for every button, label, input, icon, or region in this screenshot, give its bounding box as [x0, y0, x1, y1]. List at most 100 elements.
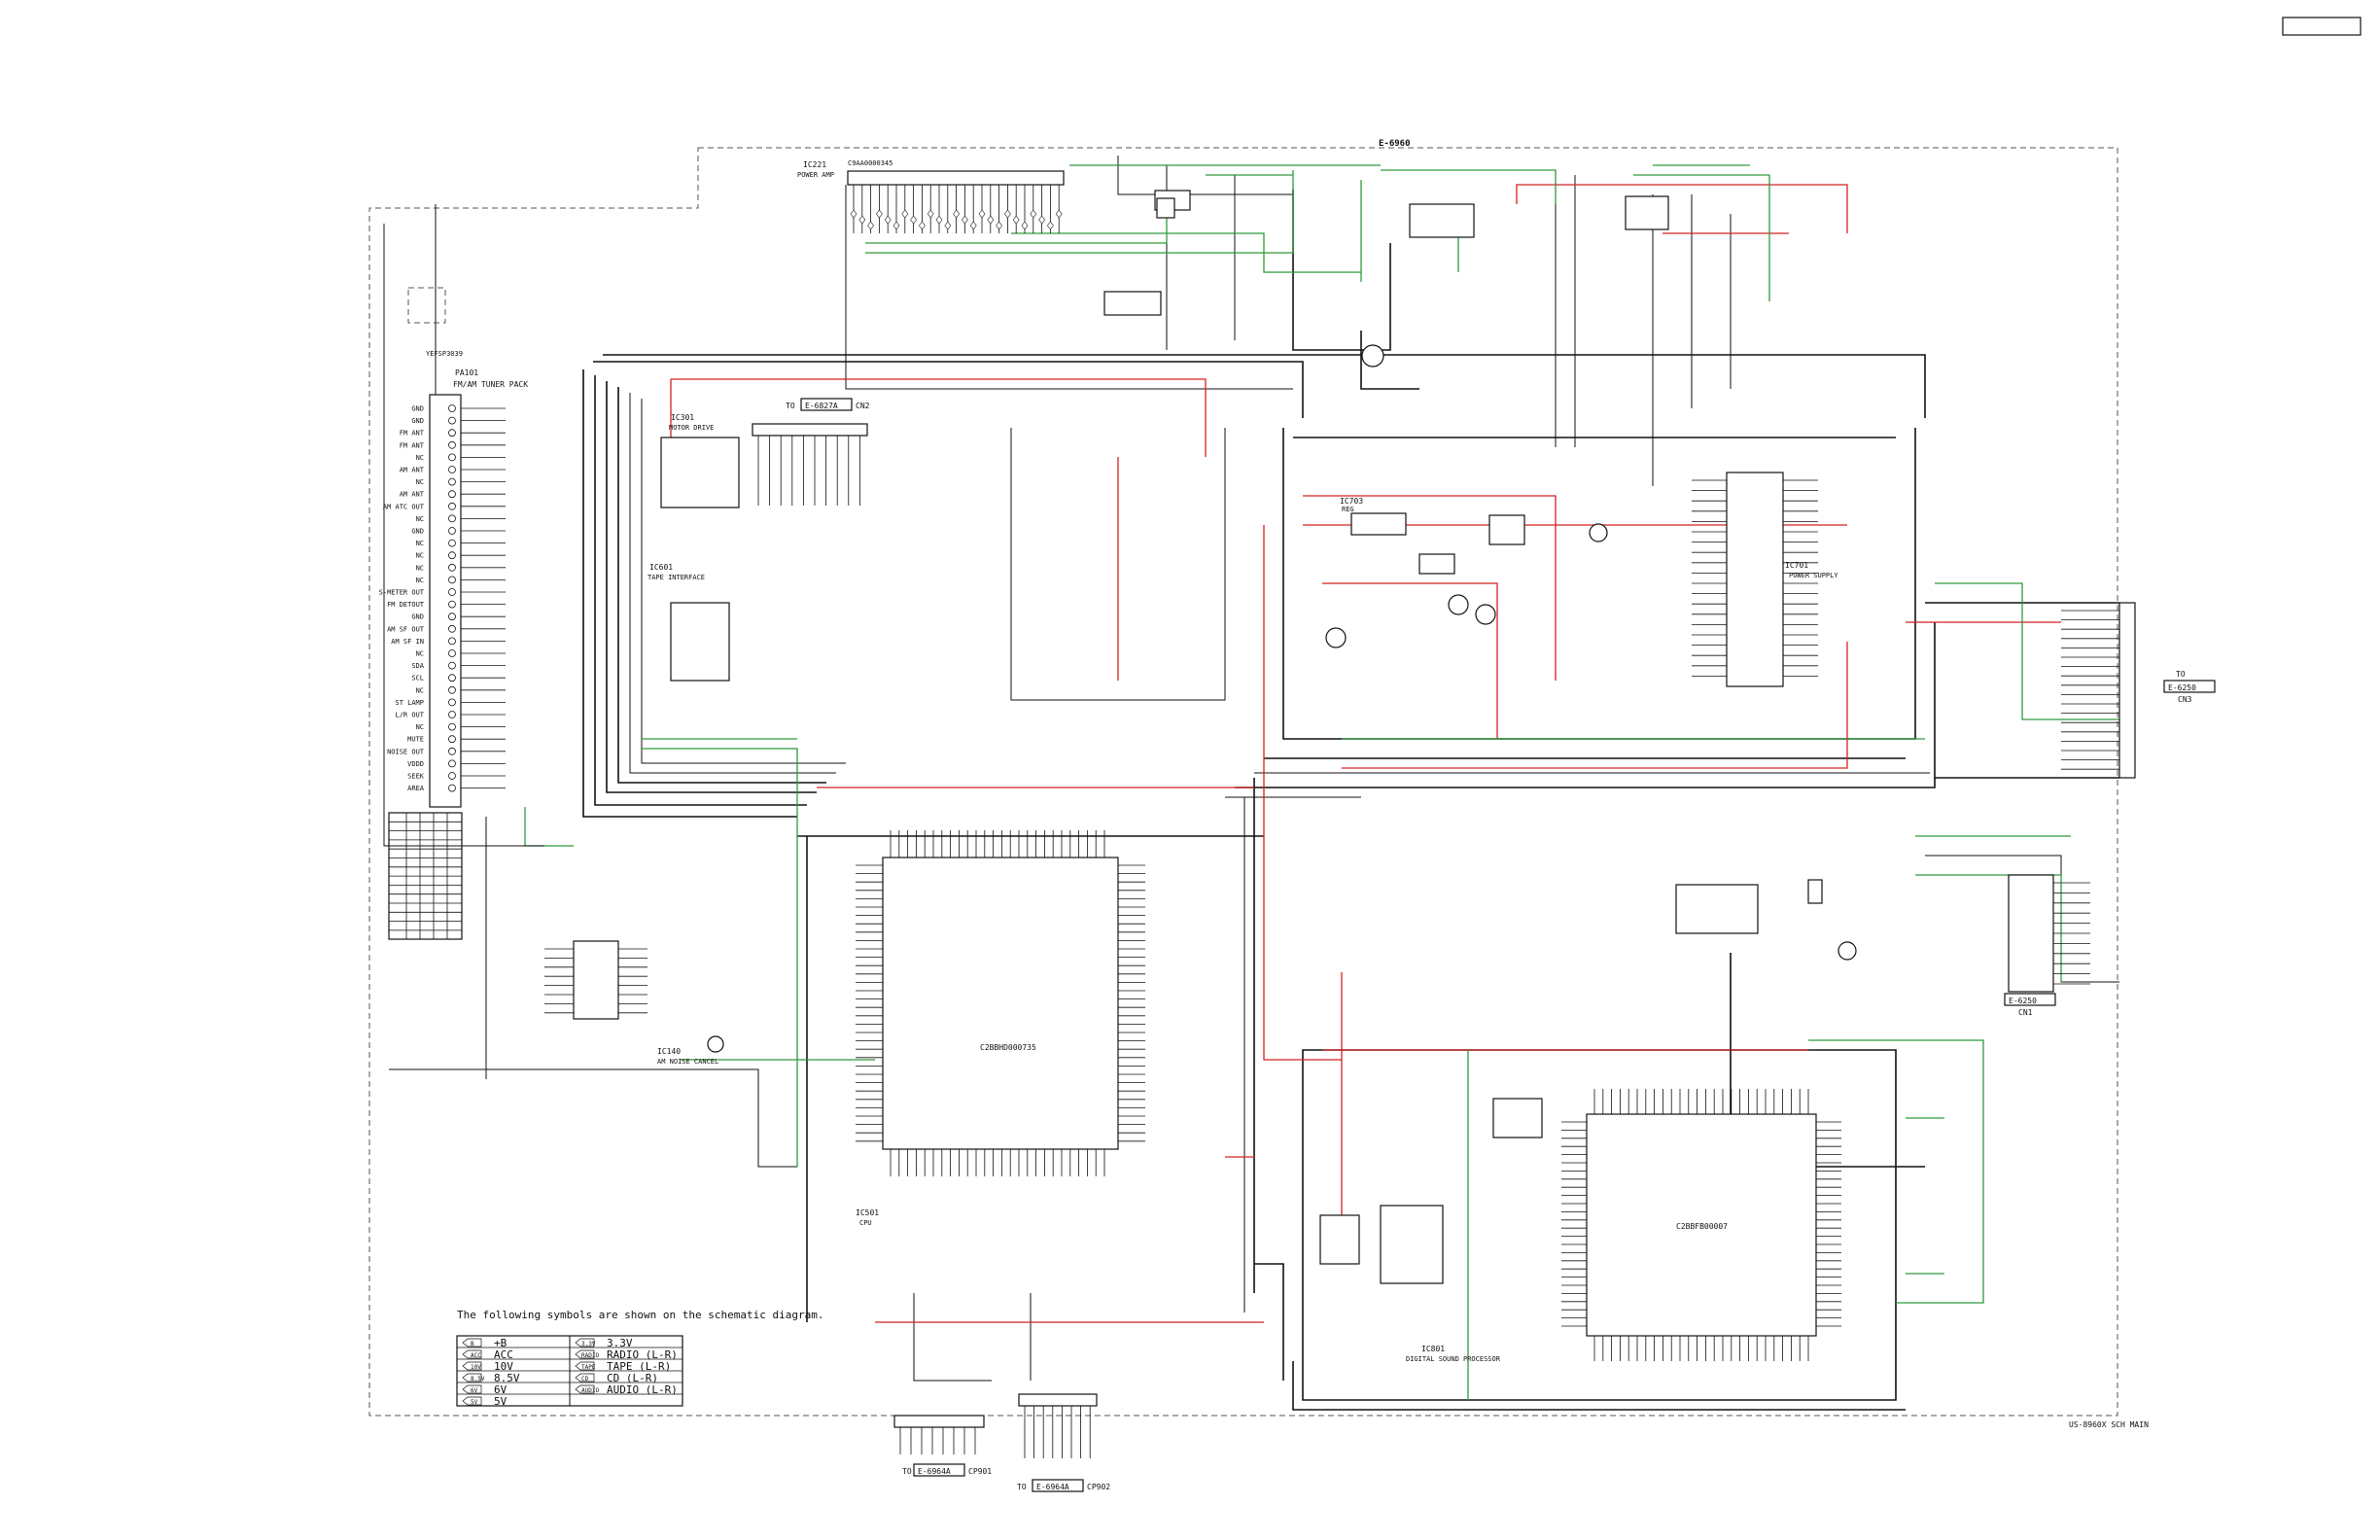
pa101-ref: PA101: [455, 368, 478, 377]
ic221-pin-diode: [901, 209, 909, 219]
tuner-pin-label: NOISE OUT: [387, 748, 425, 755]
cn2-ref: CN2: [856, 402, 870, 410]
tuner-pin-label: NC: [416, 552, 424, 560]
ic701-name: POWER SUPPLY: [1789, 572, 1838, 579]
ic801-name: DIGITAL SOUND PROCESSOR: [1406, 1355, 1501, 1363]
tuner-pin-marker: [448, 649, 456, 657]
tuner-pin-label: AM ATC OUT: [383, 503, 425, 510]
legend-symbol: [575, 1349, 595, 1359]
ic501-name: CPU: [859, 1219, 872, 1227]
tuner-pin-label: SCL: [411, 675, 424, 682]
ic221-pin-diode: [919, 221, 926, 230]
tuner-pin-marker: [448, 759, 456, 768]
tuner-pin-label: FM ANT: [400, 430, 425, 438]
legend-symbol: [462, 1338, 482, 1348]
tuner-side-components: [383, 204, 544, 847]
tuner-pin-label: FM ANT: [400, 441, 425, 449]
tuner-pin-label: S-METER OUT: [379, 589, 425, 597]
tuner-pin-label: GND: [411, 613, 424, 621]
tuner-pin-marker: [448, 674, 456, 682]
ic221-pin-diode: [1055, 209, 1063, 219]
tuner-pin-marker: [448, 735, 456, 744]
tuner-pin-marker: [448, 563, 456, 572]
legend-label: 6V: [494, 1383, 508, 1396]
tuner-pin-label: NC: [416, 515, 424, 523]
legend-symbol: [462, 1361, 482, 1371]
ic140-am-noise-cancel: IC140 AM NOISE CANCEL: [544, 940, 724, 1066]
cp902-connector: TO E-6964A CP902: [1017, 1393, 1110, 1492]
tuner-pin-marker: [448, 502, 456, 510]
legend-symbol-code: RADIO: [581, 1352, 599, 1359]
tuner-pin-label: L/R OUT: [395, 712, 424, 719]
legend: The following symbols are shown on the s…: [456, 1309, 824, 1408]
ic140-ref: IC140: [657, 1047, 681, 1056]
corner-box: [2282, 17, 2362, 36]
ic221-pin-diode: [910, 215, 917, 225]
ic801-ref: IC801: [1421, 1345, 1445, 1353]
cn2-board: E-6827A: [805, 402, 838, 410]
ic221-pin-diode: [1012, 215, 1020, 225]
ic701-power-supply: IC701 POWER SUPPLY: [1692, 472, 1838, 687]
tuner-pin-label: NC: [416, 577, 424, 584]
ic221-pin-diode: [1038, 215, 1045, 225]
legend-symbol: [462, 1384, 482, 1394]
tuner-pin-marker: [448, 514, 456, 523]
ic801-dsp: C2BBFB00007 IC801 DIGITAL SOUND PROCESSO…: [1406, 1089, 1841, 1363]
tuner-pin-label: NC: [416, 723, 424, 731]
tuner-pin-label: GND: [411, 405, 424, 413]
tuner-pin-label: NC: [416, 564, 424, 572]
legend-symbol-code: TAPE: [581, 1364, 596, 1371]
legend-symbol: [575, 1384, 595, 1394]
green-wires: [524, 164, 2119, 1400]
ic221-pin-diode: [850, 209, 858, 219]
tuner-pin-marker: [448, 429, 456, 438]
legend-label: 10V: [494, 1360, 513, 1373]
legend-symbol-code: ACC: [471, 1352, 481, 1359]
legend-label: 5V: [494, 1395, 508, 1408]
ic301-ref: IC301: [671, 413, 694, 422]
ic221-pin-diode: [876, 209, 883, 219]
cn1-ref: CN1: [2018, 1008, 2033, 1017]
tuner-pin-marker: [448, 637, 456, 646]
tuner-pin-marker: [448, 698, 456, 707]
legend-symbol-code: 6V: [471, 1387, 478, 1394]
cp901-ref: CP901: [968, 1467, 992, 1476]
ic501-ref: IC501: [856, 1208, 879, 1217]
ic221-pin-diode: [1004, 209, 1011, 219]
tuner-pin-marker: [448, 453, 456, 462]
ic221-pin-diode: [996, 221, 1002, 230]
tuner-pin-marker: [448, 440, 456, 449]
cp901-to: TO: [902, 1467, 912, 1476]
ic703-ref: IC703: [1340, 497, 1363, 506]
tuner-pin-marker: [448, 576, 456, 584]
tuner-pin-marker: [448, 588, 456, 596]
pa101-part: YEFSP3039: [426, 350, 463, 358]
cn1-board: E-6250: [2009, 997, 2037, 1005]
board-label: E-6960: [1379, 139, 1411, 149]
legend-symbol: [575, 1373, 595, 1382]
ic221-ref: IC221: [803, 160, 826, 169]
tuner-pin-marker: [448, 685, 456, 694]
cp901-connector: TO E-6964A CP901: [893, 1415, 992, 1477]
legend-symbol-code: 10V: [471, 1364, 481, 1371]
tuner-pin-marker: [448, 612, 456, 621]
black-wires: [389, 156, 2119, 1411]
tuner-pin-label: SEEK: [407, 773, 425, 781]
legend-symbol-code: 8.5V: [471, 1376, 485, 1382]
tuner-pin-marker: [448, 624, 456, 633]
tuner-pin-marker: [448, 551, 456, 560]
ic301-motor-drive: IC301 MOTOR DRIVE: [660, 413, 740, 508]
tuner-pin-marker: [448, 747, 456, 755]
tuner-pin-marker: [448, 539, 456, 547]
tuner-pin-marker: [448, 527, 456, 535]
tuner-pin-label: VDDD: [407, 760, 424, 768]
legend-intro: The following symbols are shown on the s…: [457, 1309, 824, 1321]
cn3-connector: TO E-6250 CN3: [2061, 602, 2216, 779]
ic140-name: AM NOISE CANCEL: [657, 1058, 718, 1066]
legend-symbol: [462, 1396, 482, 1406]
legend-symbol-code: 3.3V: [581, 1341, 596, 1348]
ic501-cpu: C2BBHD000735 IC501 CPU: [856, 830, 1145, 1227]
legend-label: TAPE (L-R): [607, 1360, 671, 1373]
legend-label: RADIO (L-R): [607, 1348, 678, 1361]
